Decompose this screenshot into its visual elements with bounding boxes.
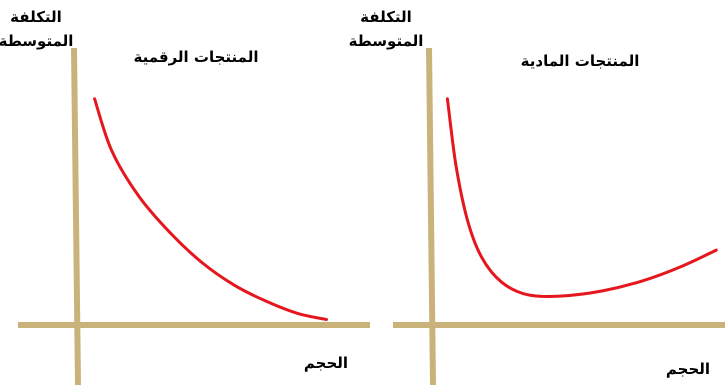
- average-cost-curve: [445, 97, 718, 298]
- x-axis-label: الحجم: [304, 354, 348, 372]
- y-axis: [71, 47, 81, 385]
- y-axis-label-line1: التكلفة: [10, 8, 62, 26]
- digital-products-chart: التكلفة المتوسطة المنتجات الرقمية الحجم: [0, 8, 370, 385]
- chart-title: المنتجات الرقمية: [133, 48, 258, 66]
- chart-title: المنتجات المادية: [521, 52, 640, 70]
- x-axis-label: الحجم: [666, 360, 710, 378]
- physical-products-chart: التكلفة المتوسطة المنتجات المادية الحجم: [349, 8, 725, 385]
- y-axis-label-line2: المتوسطة: [0, 32, 73, 50]
- y-axis: [426, 47, 436, 385]
- average-cost-curve: [93, 97, 328, 321]
- y-axis-label-line1: التكلفة: [360, 8, 412, 26]
- y-axis-label-line2: المتوسطة: [349, 32, 424, 50]
